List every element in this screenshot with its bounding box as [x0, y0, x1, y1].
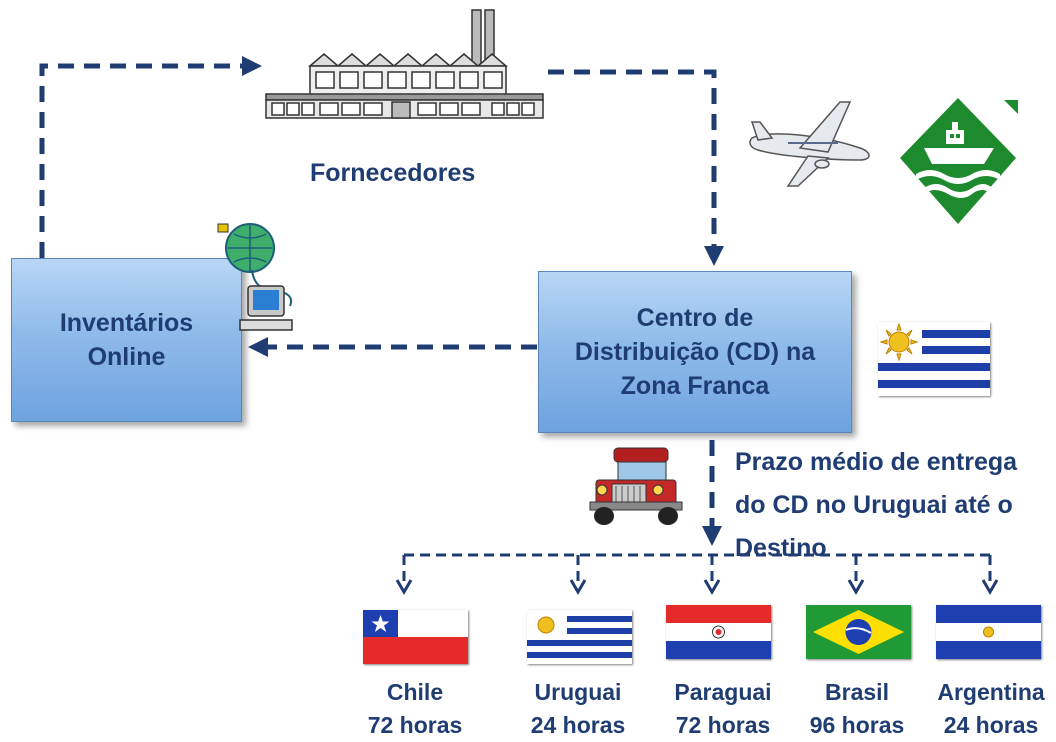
destination-chile: Chile 72 horas — [350, 676, 480, 742]
country-name: Brasil — [825, 679, 889, 705]
cd-line-2: Distribuição (CD) na — [574, 338, 816, 366]
delivery-time: 24 horas — [943, 712, 1039, 738]
chevron-down-icon — [569, 579, 587, 595]
delivery-time-note: Prazo médio de entrega do CD no Uruguai … — [735, 441, 1017, 570]
inventory-line-2: Online — [87, 343, 166, 371]
ship-icon — [900, 98, 1018, 224]
chevron-down-icon — [703, 579, 721, 595]
arrow-inventory-to-suppliers — [39, 56, 262, 258]
paraguay-flag — [666, 605, 771, 659]
uruguay-flag — [527, 610, 632, 664]
delivery-time: 72 horas — [675, 712, 771, 738]
delivery-time: 96 horas — [809, 712, 905, 738]
cd-line-1: Centro de — [636, 304, 754, 332]
delivery-note-line-2: do CD no Uruguai até o — [735, 491, 1013, 519]
uruguay-flag — [878, 322, 990, 396]
suppliers-label: Fornecedores — [310, 159, 476, 187]
cd-line-3: Zona Franca — [620, 372, 770, 400]
delivery-time: 24 horas — [530, 712, 626, 738]
delivery-time: 72 horas — [367, 712, 463, 738]
inventory-online-box: Inventários Online — [11, 258, 242, 422]
delivery-note-line-3: Destino — [735, 534, 827, 562]
country-name: Chile — [386, 679, 444, 705]
country-name: Argentina — [937, 679, 1045, 705]
arrow-suppliers-to-cd — [548, 69, 724, 266]
inventory-line-1: Inventários — [59, 309, 194, 337]
computer-globe-icon — [217, 223, 293, 331]
airplane-icon — [749, 101, 870, 187]
chevron-down-icon — [847, 579, 865, 595]
destination-brasil: Brasil 96 horas — [792, 676, 922, 742]
destination-argentina: Argentina 24 horas — [926, 676, 1056, 742]
destination-paraguai: Paraguai 72 horas — [658, 676, 788, 742]
destination-uruguai: Uruguai 24 horas — [513, 676, 643, 742]
chile-flag — [363, 610, 468, 664]
chevron-down-icon — [981, 579, 999, 595]
brazil-flag — [806, 605, 911, 659]
country-name: Paraguai — [674, 679, 772, 705]
factory-icon — [265, 9, 544, 119]
truck-icon — [589, 447, 683, 525]
country-name: Uruguai — [534, 679, 622, 705]
distribution-center-box: Centro de Distribuição (CD) na Zona Fran… — [538, 271, 852, 433]
argentina-flag — [936, 605, 1041, 659]
chevron-down-icon — [395, 579, 413, 595]
delivery-note-line-1: Prazo médio de entrega — [735, 448, 1018, 476]
